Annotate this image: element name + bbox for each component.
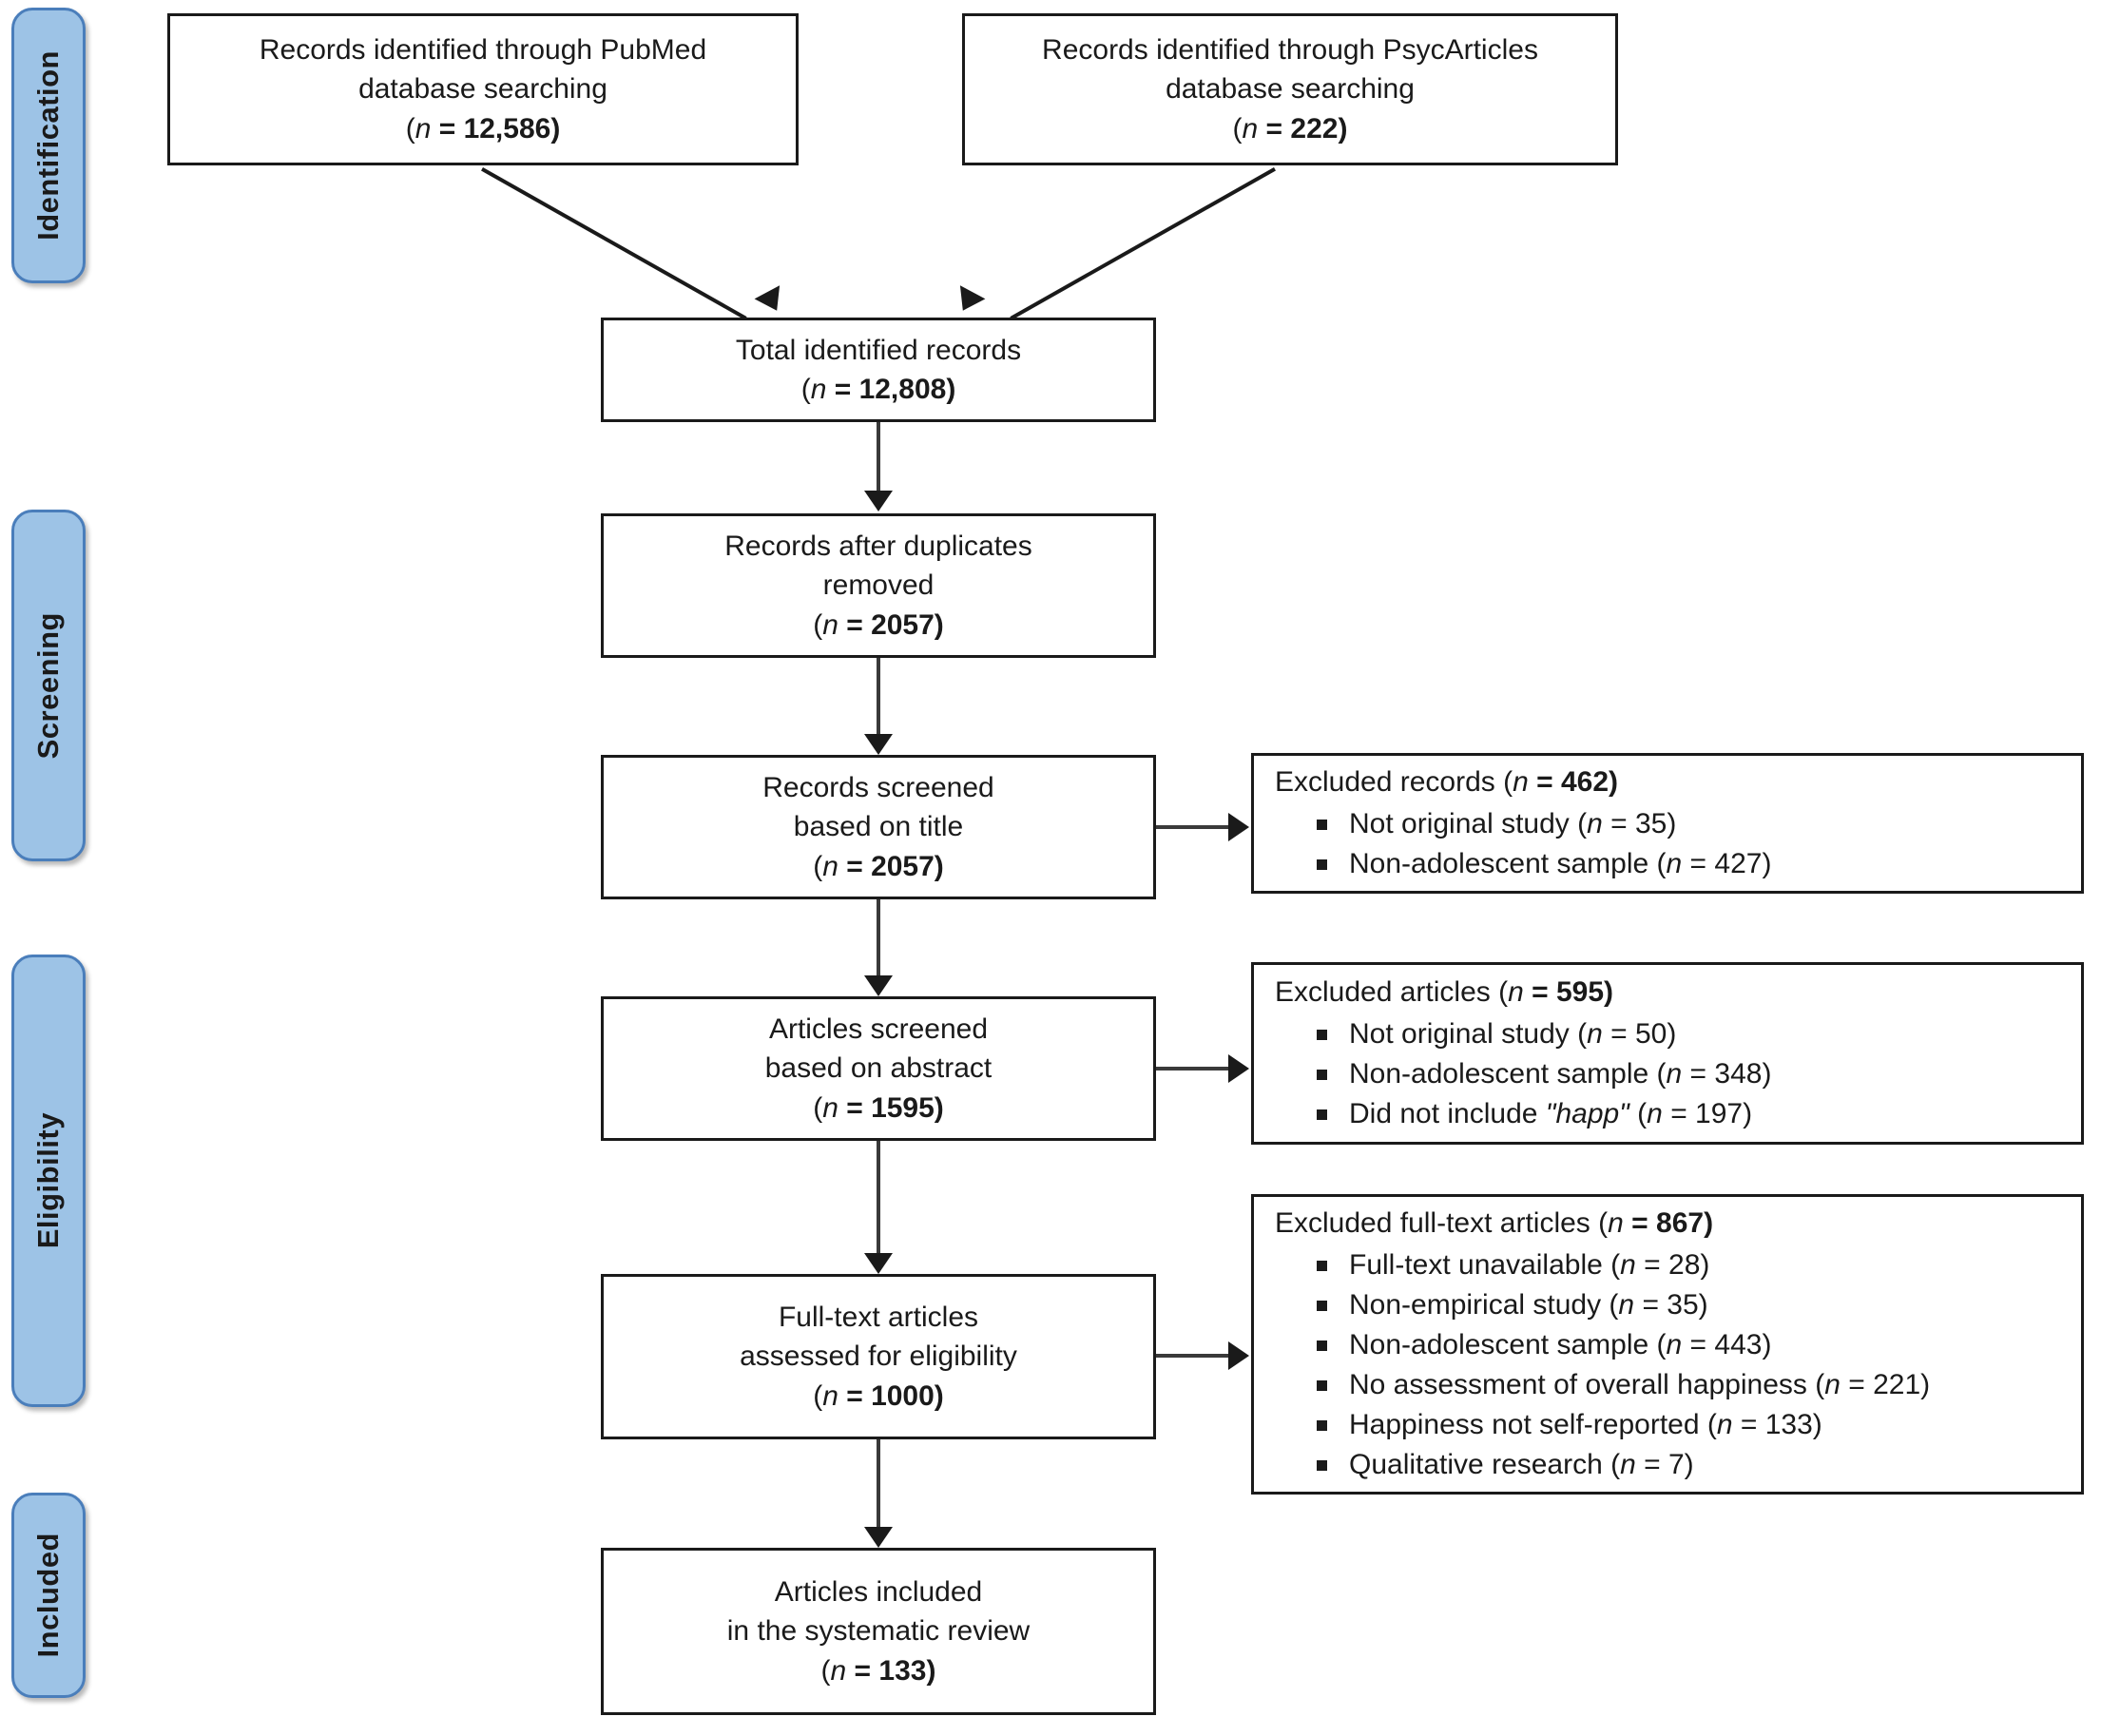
box-included-line1: Articles included bbox=[774, 1576, 983, 1609]
box-articles-included: Articles included in the systematic revi… bbox=[601, 1548, 1156, 1715]
arrow-duplicates-to-title-screen bbox=[864, 734, 893, 755]
box-title-screen-line1: Records screened bbox=[762, 772, 994, 804]
list-item: Qualitative research (n = 7) bbox=[1317, 1445, 2068, 1485]
box-fulltext-line2: assessed for eligibility bbox=[740, 1341, 1017, 1373]
box-psycarticles-count: (n = 222) bbox=[1232, 112, 1348, 145]
box-total-line1: Total identified records bbox=[735, 334, 1022, 366]
connector-fulltext-to-excluded bbox=[1156, 1354, 1242, 1358]
list-item: Happiness not self-reported (n = 133) bbox=[1317, 1405, 2068, 1445]
box-pubmed-count: (n = 12,586) bbox=[405, 112, 561, 145]
stage-label-identification: Identification bbox=[11, 8, 86, 283]
arrow-psycarticles-to-total bbox=[950, 285, 986, 318]
box-abstract-screen-count: (n = 1595) bbox=[813, 1091, 944, 1124]
exclusion-articles-title: Excluded articles (n = 595) bbox=[1275, 976, 1614, 1008]
box-fulltext-line1: Full-text articles bbox=[778, 1302, 979, 1334]
box-total-identified-records: Total identified records (n = 12,808) bbox=[601, 318, 1156, 422]
box-psycarticles-line2: database searching bbox=[1166, 73, 1415, 106]
square-bullet-icon bbox=[1317, 1260, 1327, 1271]
box-pubmed-line2: database searching bbox=[358, 73, 607, 106]
square-bullet-icon bbox=[1317, 819, 1327, 830]
list-item: Not original study (n = 35) bbox=[1317, 804, 2068, 844]
square-bullet-icon bbox=[1317, 1419, 1327, 1431]
exclusion-records-list: Not original study (n = 35) Non-adolesce… bbox=[1275, 804, 2068, 884]
connector-abstract-screen-to-fulltext bbox=[877, 1141, 880, 1270]
box-abstract-screen-line2: based on abstract bbox=[764, 1052, 993, 1085]
box-title-screen-line2: based on title bbox=[793, 811, 964, 843]
square-bullet-icon bbox=[1317, 1109, 1327, 1120]
stage-label-screening: Screening bbox=[11, 510, 86, 861]
exclusion-box-fulltext: Excluded full-text articles (n = 867) Fu… bbox=[1251, 1194, 2084, 1495]
list-item: Non-adolescent sample (n = 443) bbox=[1317, 1325, 2068, 1365]
box-duplicates-count: (n = 2057) bbox=[813, 608, 944, 641]
stage-label-included: Included bbox=[11, 1493, 86, 1698]
stage-label-eligibility-text: Eligibility bbox=[31, 1112, 65, 1249]
list-item: Non-adolescent sample (n = 427) bbox=[1317, 844, 2068, 884]
arrow-total-to-duplicates bbox=[864, 491, 893, 511]
square-bullet-icon bbox=[1317, 1340, 1327, 1351]
arrow-abstract-screen-to-fulltext bbox=[864, 1253, 893, 1274]
exclusion-articles-list: Not original study (n = 50) Non-adolesce… bbox=[1275, 1014, 2068, 1134]
square-bullet-icon bbox=[1317, 1379, 1327, 1391]
box-duplicates-line1: Records after duplicates bbox=[724, 530, 1032, 563]
square-bullet-icon bbox=[1317, 1459, 1327, 1471]
box-pubmed-records: Records identified through PubMed databa… bbox=[167, 13, 799, 165]
exclusion-records-title: Excluded records (n = 462) bbox=[1275, 766, 1619, 798]
box-abstract-screen-line1: Articles screened bbox=[768, 1013, 989, 1046]
connector-abstract-screen-to-excluded bbox=[1156, 1067, 1242, 1071]
box-psycarticles-line1: Records identified through PsycArticles bbox=[1042, 34, 1538, 67]
box-pubmed-line1: Records identified through PubMed bbox=[259, 34, 707, 67]
list-item: Non-adolescent sample (n = 348) bbox=[1317, 1054, 2068, 1094]
arrow-title-screen-to-excluded bbox=[1228, 813, 1249, 841]
square-bullet-icon bbox=[1317, 1300, 1327, 1311]
box-total-count: (n = 12,808) bbox=[800, 374, 956, 405]
box-included-line2: in the systematic review bbox=[726, 1615, 1031, 1648]
arrow-pubmed-to-total bbox=[754, 285, 790, 318]
stage-label-screening-text: Screening bbox=[31, 611, 65, 760]
connector-total-to-duplicates bbox=[877, 422, 880, 506]
box-records-after-duplicates: Records after duplicates removed (n = 20… bbox=[601, 513, 1156, 658]
arrow-title-screen-to-abstract-screen bbox=[864, 975, 893, 996]
stage-label-included-text: Included bbox=[31, 1533, 65, 1658]
connector-psycarticles-to-total bbox=[1010, 167, 1276, 320]
box-psycarticles-records: Records identified through PsycArticles … bbox=[962, 13, 1618, 165]
connector-title-screen-to-abstract-screen bbox=[877, 899, 880, 993]
box-title-screen-count: (n = 2057) bbox=[813, 850, 944, 882]
stage-label-eligibility: Eligibility bbox=[11, 955, 86, 1407]
square-bullet-icon bbox=[1317, 858, 1327, 870]
box-articles-screened-abstract: Articles screened based on abstract (n =… bbox=[601, 996, 1156, 1141]
exclusion-box-articles: Excluded articles (n = 595) Not original… bbox=[1251, 962, 2084, 1145]
exclusion-fulltext-title: Excluded full-text articles (n = 867) bbox=[1275, 1207, 1714, 1239]
list-item: Full-text unavailable (n = 28) bbox=[1317, 1245, 2068, 1285]
list-item: No assessment of overall happiness (n = … bbox=[1317, 1365, 2068, 1405]
list-item: Did not include "happ" (n = 197) bbox=[1317, 1094, 2068, 1134]
square-bullet-icon bbox=[1317, 1029, 1327, 1040]
box-included-count: (n = 133) bbox=[820, 1654, 936, 1687]
list-item: Non-empirical study (n = 35) bbox=[1317, 1285, 2068, 1325]
list-item: Not original study (n = 50) bbox=[1317, 1014, 2068, 1054]
connector-fulltext-to-included bbox=[877, 1439, 880, 1544]
arrow-fulltext-to-excluded bbox=[1228, 1341, 1249, 1370]
arrow-abstract-screen-to-excluded bbox=[1228, 1054, 1249, 1083]
exclusion-box-records: Excluded records (n = 462) Not original … bbox=[1251, 753, 2084, 894]
box-fulltext-assessed: Full-text articles assessed for eligibil… bbox=[601, 1274, 1156, 1439]
stage-label-identification-text: Identification bbox=[31, 50, 65, 241]
connector-title-screen-to-excluded bbox=[1156, 825, 1242, 829]
square-bullet-icon bbox=[1317, 1069, 1327, 1080]
arrow-fulltext-to-included bbox=[864, 1527, 893, 1548]
connector-pubmed-to-total bbox=[481, 167, 747, 320]
box-records-screened-title: Records screened based on title (n = 205… bbox=[601, 755, 1156, 899]
box-fulltext-count: (n = 1000) bbox=[813, 1379, 944, 1412]
box-duplicates-line2: removed bbox=[822, 569, 935, 602]
connector-duplicates-to-title-screen bbox=[877, 658, 880, 751]
exclusion-fulltext-list: Full-text unavailable (n = 28) Non-empir… bbox=[1275, 1245, 2068, 1485]
